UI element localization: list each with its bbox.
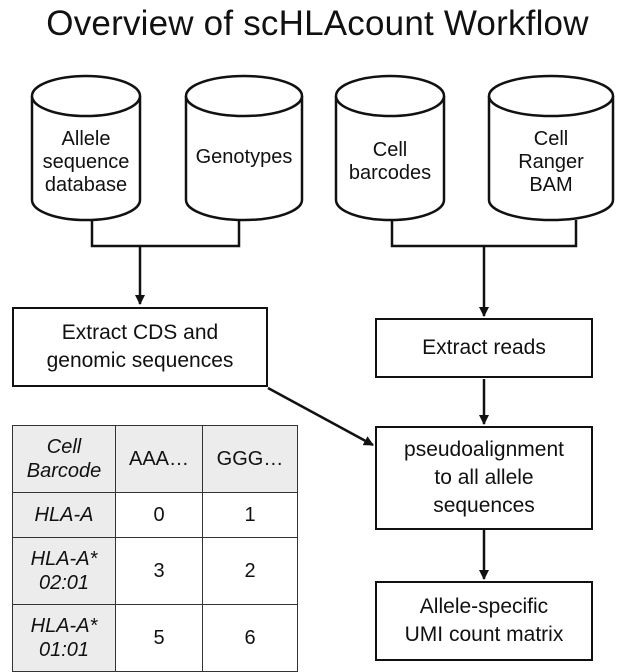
database-cylinder-allele xyxy=(30,74,142,222)
input-label-bam: Cell Ranger BAM xyxy=(518,127,584,196)
matrix-header-row: Cell Barcode AAA… GGG… xyxy=(12,425,298,493)
diagram-title: Overview of scHLAcount Workflow xyxy=(46,4,589,43)
workflow-connectors xyxy=(30,74,615,580)
umi-count-matrix: Cell Barcode AAA… GGG… HLA-A 0 1 HLA-A* … xyxy=(12,425,298,672)
matrix-row: HLA-A* 01:01 5 6 xyxy=(12,604,298,672)
arrow-cds-to-pseudo xyxy=(267,386,374,447)
input-label-cell-barcodes: Cell barcodes xyxy=(348,139,432,184)
matrix-cell: 2 xyxy=(202,537,298,605)
matrix-cell: 1 xyxy=(202,492,298,538)
step-extract-cds: Extract CDS and genomic sequences xyxy=(12,307,268,387)
matrix-cell: 0 xyxy=(115,492,203,538)
matrix-row-label: HLA-A xyxy=(12,492,116,538)
matrix-column-header: GGG… xyxy=(202,425,298,493)
step-extract-reads: Extract reads xyxy=(375,318,593,378)
input-label-allele-db: Allele sequence database xyxy=(42,127,130,196)
database-cylinder-bam xyxy=(487,74,615,222)
matrix-row: HLA-A* 02:01 3 2 xyxy=(12,537,298,605)
database-cylinder-barcodes xyxy=(334,74,446,222)
connector-left-bracket xyxy=(90,220,241,248)
matrix-corner-label: Cell Barcode xyxy=(12,425,116,493)
step-pseudoalignment: pseudoalignment to all allele sequences xyxy=(375,426,593,530)
matrix-row-label: HLA-A* 01:01 xyxy=(12,604,116,672)
matrix-column-header: AAA… xyxy=(115,425,203,493)
matrix-cell: 5 xyxy=(115,604,203,672)
input-label-genotypes: Genotypes xyxy=(195,145,293,168)
matrix-row-label: HLA-A* 02:01 xyxy=(12,537,116,605)
connector-right-bracket xyxy=(390,220,578,248)
database-cylinder-genotypes xyxy=(184,74,304,222)
step-output-matrix: Allele-specific UMI count matrix xyxy=(375,581,593,661)
matrix-row: HLA-A 0 1 xyxy=(12,492,298,538)
matrix-cell: 3 xyxy=(115,537,203,605)
matrix-cell: 6 xyxy=(202,604,298,672)
